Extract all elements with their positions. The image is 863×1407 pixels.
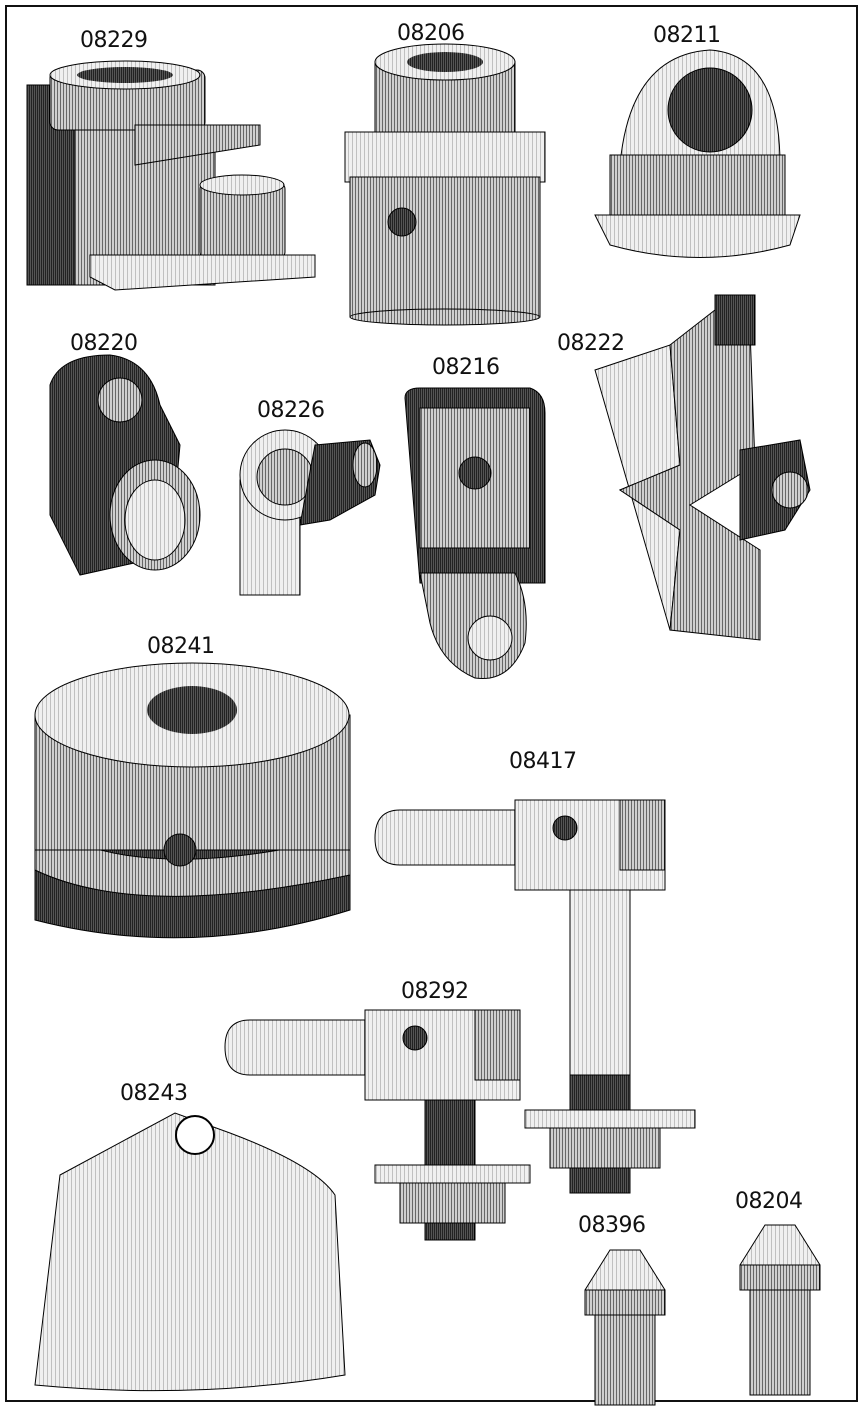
part-number-label: 08204 <box>735 1189 803 1214</box>
part-number-label: 08243 <box>120 1081 188 1106</box>
split-clamp-icon <box>235 425 385 596</box>
part-number-label: 08206 <box>397 21 465 46</box>
part-number-label: 08241 <box>147 634 215 659</box>
part-number-label: 08292 <box>401 979 469 1004</box>
part-number-label: 08211 <box>653 23 721 48</box>
part-number-label: 08396 <box>578 1213 646 1238</box>
part-number-label: 08216 <box>432 355 500 380</box>
short-stud-pin-icon <box>220 1005 531 1241</box>
nozzle-tip-icon <box>580 1245 670 1406</box>
domed-cap-icon <box>590 45 805 280</box>
cylinder-bushing-icon <box>340 42 550 327</box>
part-number-label: 08220 <box>70 331 138 356</box>
shield-plate-icon <box>15 1105 350 1395</box>
slide-block-icon <box>400 383 550 683</box>
long-stud-pin-icon <box>370 790 696 1195</box>
cam-disc-icon <box>30 660 355 970</box>
catalog-frame <box>5 5 858 1402</box>
part-number-label: 08226 <box>257 398 325 423</box>
part-number-label: 08222 <box>557 331 625 356</box>
offset-clamp-icon <box>40 354 205 580</box>
foot-lifter-bracket-icon <box>15 55 320 300</box>
part-number-label: 08229 <box>80 28 148 53</box>
v-guide-block-icon <box>590 290 815 645</box>
part-number-label: 08417 <box>509 749 577 774</box>
nozzle-tip-icon <box>735 1220 825 1400</box>
